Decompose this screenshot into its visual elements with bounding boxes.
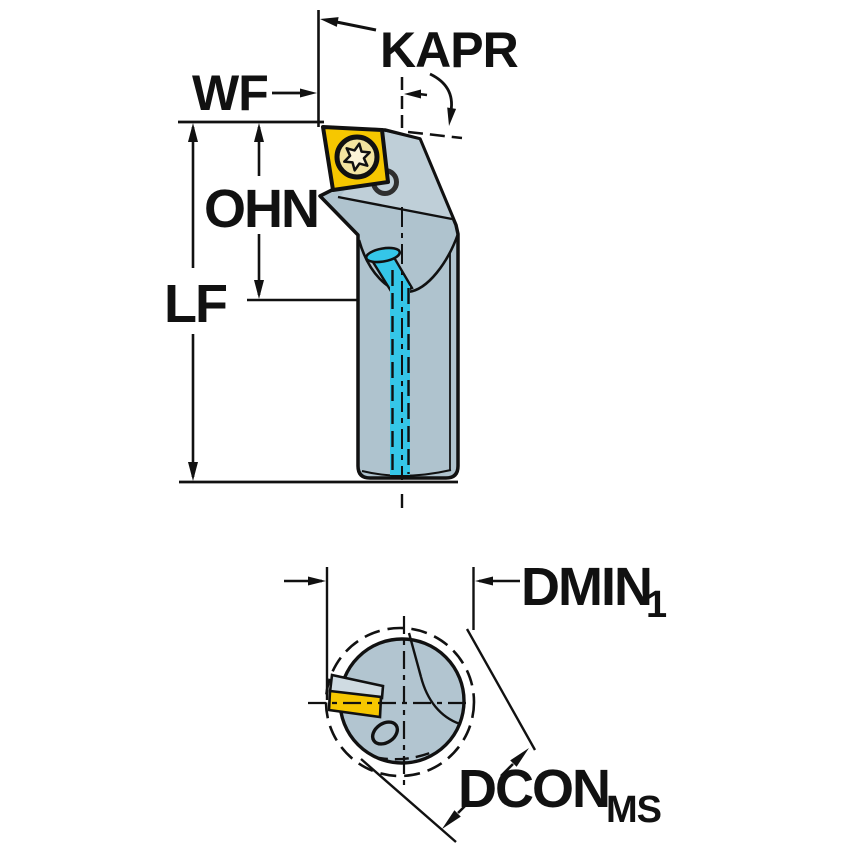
kapr-angle-arrow-tail bbox=[418, 92, 428, 97]
wf-label: WF bbox=[192, 65, 268, 121]
dmin-subscript: 1 bbox=[646, 584, 667, 626]
dcon-extension-line-upper bbox=[465, 628, 537, 751]
dmin-dashed-circle bbox=[324, 626, 476, 778]
dcon-arrowhead-upper bbox=[510, 748, 529, 767]
end-view-coolant-hole bbox=[370, 720, 400, 746]
kapr-angle-arrowhead-left bbox=[404, 89, 421, 99]
dcon-subscript: MS bbox=[606, 789, 661, 831]
dcon-arrowhead-lower bbox=[442, 810, 461, 829]
kapr-angle-arrowhead-down bbox=[447, 107, 457, 126]
end-view: DMIN 1 DCON MS bbox=[284, 557, 668, 843]
coolant-stripe bbox=[390, 286, 410, 475]
side-view: KAPR WF OHN LF bbox=[164, 10, 520, 508]
screw-torx-star-icon bbox=[343, 142, 371, 172]
end-view-flat-edge bbox=[407, 632, 423, 678]
end-view-blend-curve bbox=[419, 676, 461, 726]
head-pocket-edge bbox=[337, 195, 453, 221]
dcon-dimension bbox=[360, 628, 537, 843]
cutting-edge-extension-dashed bbox=[407, 130, 463, 140]
kapr-label: KAPR bbox=[380, 22, 519, 78]
end-view-hidden-arc-dashed bbox=[373, 751, 431, 761]
dmin-label: DMIN bbox=[521, 557, 651, 617]
lf-label: LF bbox=[164, 274, 227, 334]
kapr-leader-arrowhead bbox=[320, 17, 339, 27]
kapr-angle-arc bbox=[429, 72, 453, 112]
lf-dimension bbox=[188, 123, 198, 481]
coolant-hole bbox=[364, 246, 402, 264]
ohn-dimension bbox=[254, 123, 264, 299]
dcon-extension-line-lower bbox=[360, 758, 457, 843]
tool-body bbox=[318, 126, 460, 480]
ohn-label: OHN bbox=[204, 179, 318, 239]
wf-arrowhead bbox=[300, 88, 317, 98]
dcon-label: DCON bbox=[458, 759, 609, 819]
shank-bottom-curve bbox=[361, 469, 452, 477]
dmin-dimension bbox=[284, 567, 520, 700]
kapr-leader-line bbox=[333, 20, 377, 32]
